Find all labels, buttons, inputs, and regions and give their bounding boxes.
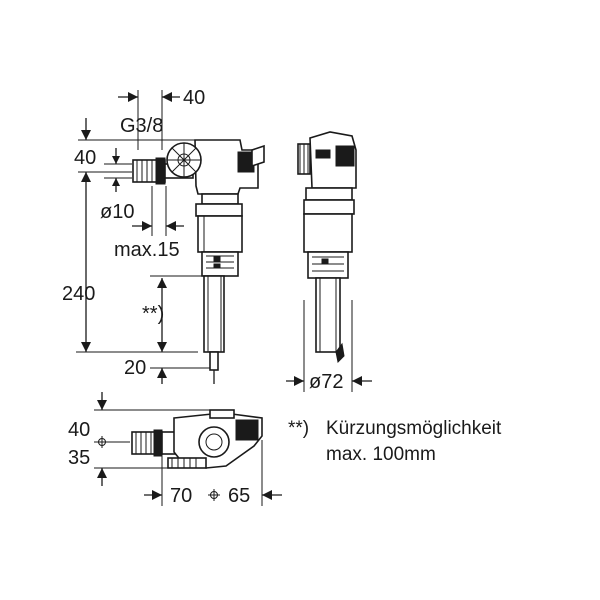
dim-thread: G3/8	[120, 115, 163, 137]
dim-bottom-clearance: 20	[124, 357, 146, 379]
plan-wheel	[198, 426, 230, 458]
footnote: **) Kürzungsmöglichkeit max. 100mm	[288, 418, 502, 465]
dim-top-width: 40	[183, 87, 205, 109]
dim-plan-depth-top: 40	[68, 419, 90, 441]
dim-total-height: 240	[62, 283, 95, 305]
float-body	[197, 215, 243, 253]
plan-view	[131, 409, 263, 469]
dim-base-diameter: ø72	[309, 371, 343, 393]
dim-pipe-diameter: ø10	[100, 201, 134, 223]
plan-lever	[235, 419, 259, 441]
side-float-body	[303, 213, 353, 253]
side-view	[297, 131, 357, 364]
front-view	[132, 139, 265, 384]
dim-plan-depth-bottom: 35	[68, 447, 90, 469]
dim-plan-width-left: 70	[170, 485, 192, 507]
dimension-lines	[76, 90, 372, 506]
dim-max-offset: max.15	[114, 239, 180, 261]
footnote-line-2: max. 100mm	[326, 444, 436, 465]
dim-shortening-marker: **)	[142, 303, 164, 325]
footnote-line-1: Kürzungsmöglichkeit	[326, 418, 502, 439]
dim-plan-width-right: 65	[228, 485, 250, 507]
dim-inlet-height: 40	[74, 147, 96, 169]
side-lever	[335, 145, 355, 167]
inlet-nut	[155, 157, 166, 185]
footnote-marker: **)	[288, 418, 309, 439]
